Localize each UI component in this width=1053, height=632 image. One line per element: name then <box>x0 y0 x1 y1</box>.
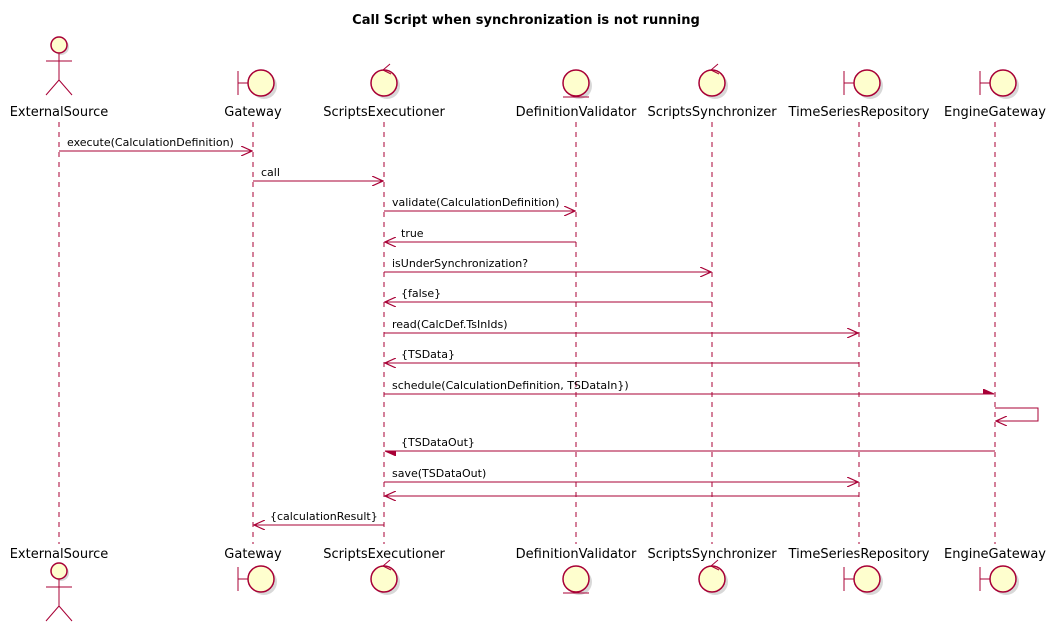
message-label: call <box>261 166 280 179</box>
message-2: call <box>253 166 383 181</box>
participant-label-top: ExternalSource <box>10 105 109 120</box>
message-label: isUnderSynchronization? <box>392 257 528 270</box>
participant-label-top: ScriptsExecutioner <box>323 105 445 120</box>
participants-top: ExternalSource Gateway ScriptsExecutioner D… <box>10 36 1046 120</box>
message-label: true <box>401 227 424 240</box>
DefinitionValidator-bottom-entity-icon <box>562 565 592 595</box>
self-message-arrow <box>995 407 1039 421</box>
message-label: {false} <box>401 287 441 300</box>
message-label: {calculationResult} <box>270 510 378 523</box>
TimeSeriesRepository-top-boundary-icon <box>843 69 883 99</box>
EngineGateway-bottom-boundary-icon <box>979 565 1019 595</box>
participant-label-bottom: TimeSeriesRepository <box>788 547 930 562</box>
message-label: schedule(CalculationDefinition, TSDataIn… <box>392 379 629 392</box>
message-8: {TSData} <box>385 348 859 363</box>
message-9: schedule(CalculationDefinition, TSDataIn… <box>384 379 994 395</box>
participant-label-bottom: DefinitionValidator <box>516 547 637 562</box>
ScriptsSynchronizer-bottom-control-icon <box>698 559 728 595</box>
message-label: execute(CalculationDefinition) <box>67 136 234 149</box>
message-label: validate(CalculationDefinition) <box>392 196 559 209</box>
Gateway-bottom-boundary-icon <box>237 565 277 595</box>
message-11: {TSDataOut} <box>385 436 995 451</box>
participant-label-bottom: Gateway <box>224 547 282 562</box>
message-label: save(TSDataOut) <box>392 467 486 480</box>
messages: execute(CalculationDefinition) call valida… <box>59 136 1039 525</box>
message-4: true <box>385 227 576 242</box>
participant-label-top: Gateway <box>224 105 282 120</box>
message-10 <box>995 407 1039 421</box>
message-1: execute(CalculationDefinition) <box>59 136 252 151</box>
message-label: read(CalcDef.TsInIds) <box>392 318 508 331</box>
ScriptsSynchronizer-top-control-icon <box>698 63 728 99</box>
message-7: read(CalcDef.TsInIds) <box>384 318 858 333</box>
message-5: isUnderSynchronization? <box>384 257 711 272</box>
DefinitionValidator-top-entity-icon <box>562 69 592 99</box>
message-label: {TSDataOut} <box>401 436 475 449</box>
TimeSeriesRepository-bottom-boundary-icon <box>843 565 883 595</box>
participant-label-top: EngineGateway <box>944 105 1046 120</box>
Gateway-top-boundary-icon <box>237 69 277 99</box>
participants-bottom: ExternalSource Gateway ScriptsExecutioner D… <box>10 547 1046 622</box>
message-6: {false} <box>385 287 712 302</box>
ScriptsExecutioner-top-control-icon <box>370 63 400 99</box>
ExternalSource-top-actor-icon <box>45 36 73 96</box>
diagram-title: Call Script when synchronization is not … <box>352 13 700 28</box>
participant-label-bottom: EngineGateway <box>944 547 1046 562</box>
message-3: validate(CalculationDefinition) <box>384 196 575 211</box>
participant-label-top: ScriptsSynchronizer <box>647 105 777 120</box>
participant-label-bottom: ScriptsExecutioner <box>323 547 445 562</box>
participant-label-bottom: ScriptsSynchronizer <box>647 547 777 562</box>
ExternalSource-bottom-actor-icon <box>45 562 73 622</box>
participant-label-top: DefinitionValidator <box>516 105 637 120</box>
message-12: save(TSDataOut) <box>384 467 858 482</box>
participant-label-top: TimeSeriesRepository <box>788 105 930 120</box>
participant-label-bottom: ExternalSource <box>10 547 109 562</box>
message-label: {TSData} <box>401 348 455 361</box>
ScriptsExecutioner-bottom-control-icon <box>370 559 400 595</box>
message-14: {calculationResult} <box>254 510 384 525</box>
EngineGateway-top-boundary-icon <box>979 69 1019 99</box>
